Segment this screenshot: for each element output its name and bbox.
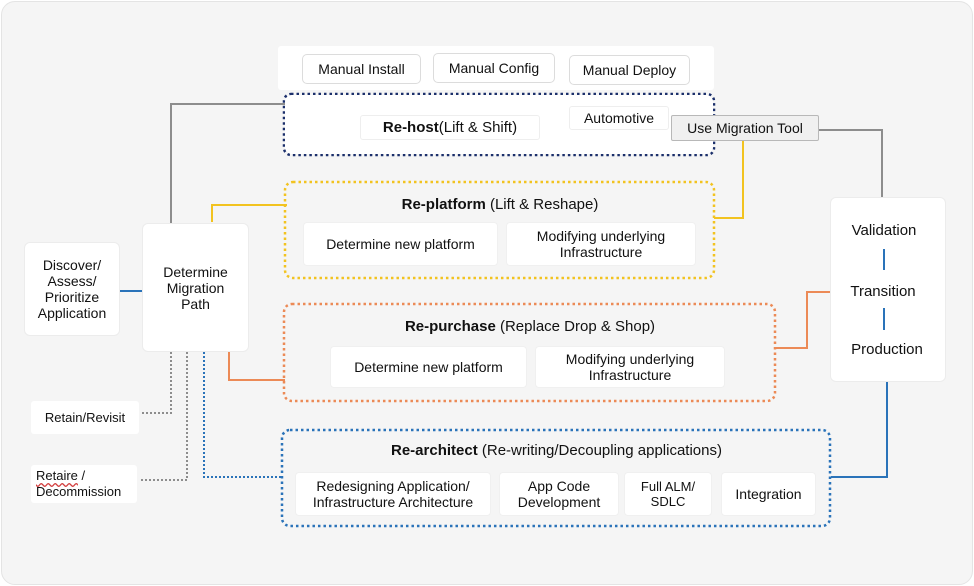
retain-box[interactable]: Retain/Revisit [31,401,139,434]
retain-label: Retain/Revisit [44,409,126,425]
rearchitect-item-1[interactable]: Redesigning Application/ Infrastructure … [295,472,491,516]
rearchitect-title-rest: (Re-writing/Decoupling applications) [477,442,722,459]
rearchitect-item-2-line-1: App Code [527,478,591,494]
automotive-label: Automotive [583,110,655,126]
stage-production-label: Production [851,341,923,358]
repurchase-item-2-line-1: Modifying underlying [565,351,695,367]
connector-rearchitect-production [831,382,888,478]
rehost-title-rest: (Lift & Shift) [438,118,518,136]
manual-config-button[interactable]: Manual Config [433,53,555,83]
rearchitect-item-4[interactable]: Integration [721,472,816,516]
replatform-title-bold: Re-platform [401,196,486,213]
manual-deploy-label: Manual Deploy [582,62,677,78]
repurchase-item-2[interactable]: Modifying underlying Infrastructure [535,346,725,388]
rearchitect-item-2-line-2: Development [517,494,601,510]
replatform-title: Re-platform (Lift & Reshape) [286,196,714,213]
retire-word: Retaire [36,468,78,483]
connector-repurchase-stages [775,291,830,349]
repurchase-title: Re-purchase (Replace Drop & Shop) [285,318,775,335]
stage-validation[interactable]: Validation [831,220,937,242]
replatform-item-2-line-1: Modifying underlying [536,228,666,244]
rearchitect-title-bold: Re-architect [391,442,478,459]
rearchitect-item-3-line-2: SDLC [650,494,686,509]
retire-line-2: Decommission [36,484,122,499]
discover-line-1: Discover/ [42,257,102,273]
discover-line-4: Application [37,305,107,321]
rehost-title: Re-host (Lift & Shift) [360,115,540,140]
stage-validation-label: Validation [851,222,917,239]
retire-box[interactable]: Retaire / Decommission [31,465,137,503]
rearchitect-item-1-line-2: Infrastructure Architecture [312,494,474,510]
repurchase-title-bold: Re-purchase [404,318,496,335]
discover-box[interactable]: Discover/ Assess/ Prioritize Application [24,242,120,336]
rearchitect-item-4-label: Integration [735,486,802,502]
determine-line-2: Migration [166,279,225,296]
migration-tool-label: Use Migration Tool [687,120,803,136]
repurchase-item-1-label: Determine new platform [354,359,503,375]
rearchitect-title: Re-architect (Re-writing/Decoupling appl… [283,442,830,459]
connector-rehost [170,103,287,223]
replatform-item-1-label: Determine new platform [326,236,475,252]
repurchase-item-2-line-2: Infrastructure [588,367,672,383]
stage-link-1 [883,249,885,270]
rehost-border [282,92,716,157]
stages-box [830,197,946,382]
stage-transition[interactable]: Transition [831,281,935,303]
manual-install-label: Manual Install [318,61,405,77]
determine-line-3: Path [181,295,210,312]
migration-tool-box[interactable]: Use Migration Tool [671,115,819,141]
manual-deploy-button[interactable]: Manual Deploy [569,55,690,85]
rearchitect-item-3-line-1: Full ALM/ [640,479,696,494]
stage-link-2 [883,308,885,330]
discover-line-3: Prioritize [44,289,100,305]
replatform-title-rest: (Lift & Reshape) [485,196,599,213]
replatform-item-2-line-2: Infrastructure [559,244,643,260]
rehost-title-bold: Re-host [382,118,439,136]
replatform-item-1[interactable]: Determine new platform [303,222,498,266]
determine-migration-path[interactable]: Determine Migration Path [142,223,249,352]
stage-production[interactable]: Production [831,339,943,361]
connector-tool-validation [819,129,883,198]
retire-suffix: / [77,468,86,483]
repurchase-border [282,302,777,403]
automotive-box[interactable]: Automotive [569,106,669,130]
replatform-item-2[interactable]: Modifying underlying Infrastructure [506,222,696,266]
manual-install-button[interactable]: Manual Install [302,54,421,84]
connector-rearchitect [203,352,283,478]
manual-config-label: Manual Config [448,60,540,76]
connector-retire [140,352,188,481]
connector-replatform-tool [714,140,744,219]
discover-line-2: Assess/ [47,273,97,289]
connector-retain [140,352,172,414]
rearchitect-item-3[interactable]: Full ALM/ SDLC [624,472,712,516]
connector-replatform [211,204,287,222]
determine-line-1: Determine [163,263,228,280]
repurchase-item-1[interactable]: Determine new platform [330,346,527,388]
rearchitect-item-2[interactable]: App Code Development [499,472,619,516]
rearchitect-border [280,428,832,528]
rearchitect-item-1-line-1: Redesigning Application/ [316,478,470,494]
stage-transition-label: Transition [850,283,916,300]
repurchase-title-rest: (Replace Drop & Shop) [495,318,656,335]
connector-repurchase [228,352,285,381]
retire-line-1: Retaire / [36,468,85,484]
